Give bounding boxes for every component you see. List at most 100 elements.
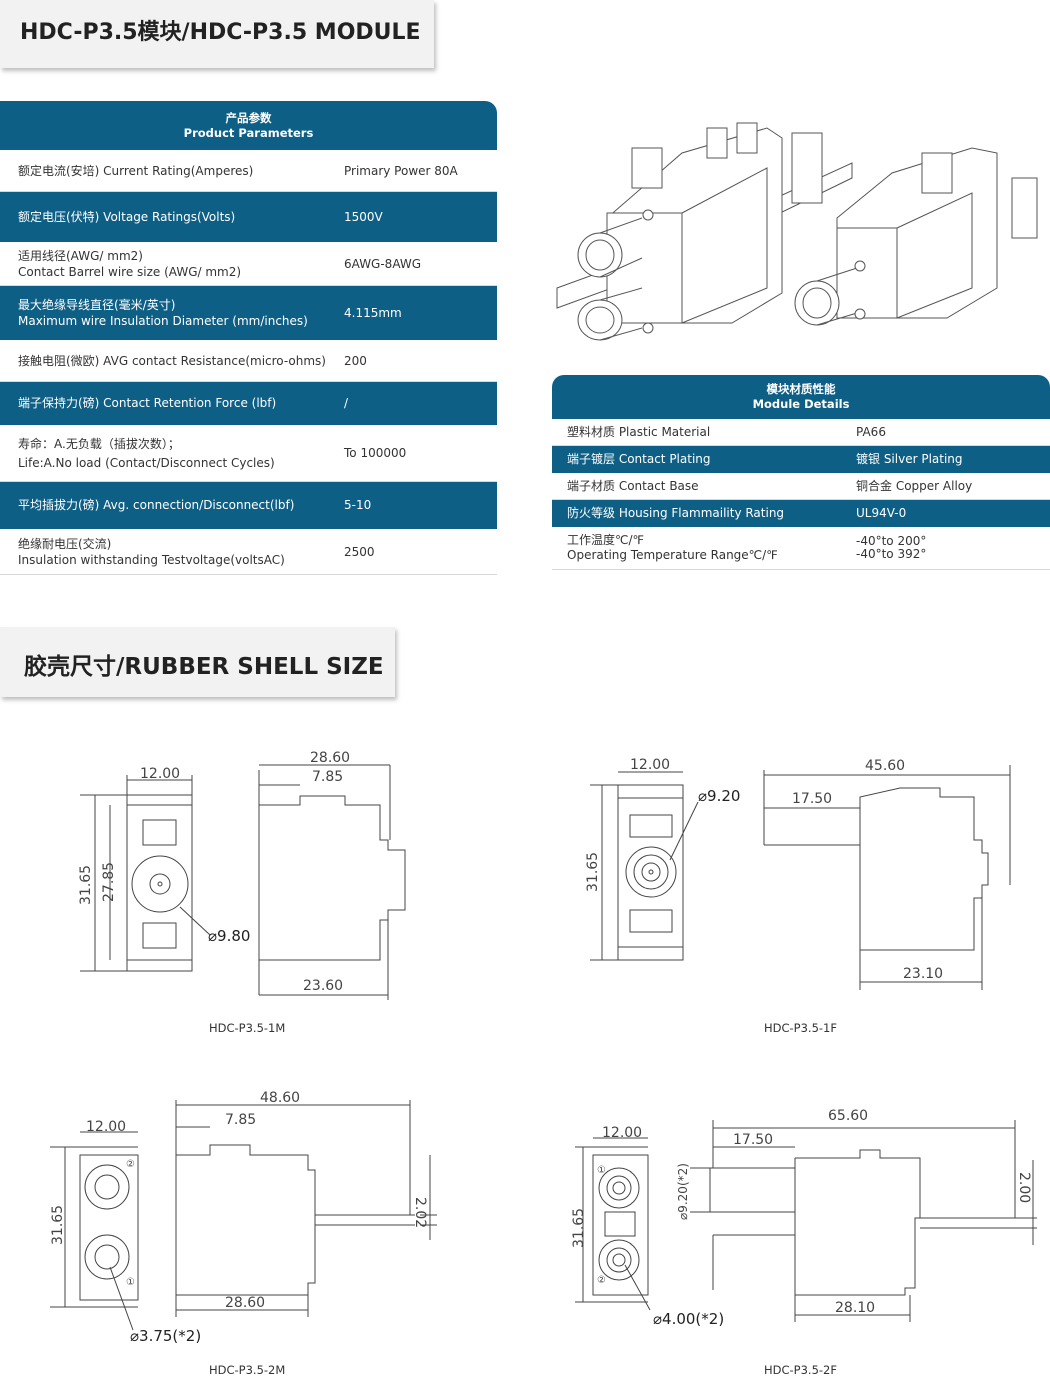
row-value: To 100000 xyxy=(344,446,407,460)
row-label: 防火等级 Housing Flammaility Rating xyxy=(567,505,785,520)
dim-height-3165: 31.65 xyxy=(571,1208,587,1248)
dim-height-3165: 31.65 xyxy=(78,865,94,905)
dim-width-6560: 65.60 xyxy=(828,1108,868,1124)
dim-diameter: ⌀9.20 xyxy=(698,787,740,805)
dim-height-2785: 27.85 xyxy=(101,862,117,902)
dim-width-2860: 28.60 xyxy=(310,750,350,766)
row-label-en: Insulation withstanding Testvoltage(volt… xyxy=(18,552,285,567)
row-value: Primary Power 80A xyxy=(344,163,458,178)
row-label: 端子材质 Contact Base xyxy=(567,478,699,493)
drawing-1m: 12.00 28.60 7.85 31.65 27.85 ⌀9.80 23.60 xyxy=(78,750,406,1000)
table-row: 端子材质 Contact Base 铜合金 Copper Alloy xyxy=(552,473,1050,500)
drawing-2m: 12.00 48.60 7.85 31.65 2.02 28.60 ⌀3.75(… xyxy=(50,1090,437,1345)
row-label: 额定电流(安培) Current Rating(Amperes) xyxy=(18,163,254,178)
dim-width-12: 12.00 xyxy=(86,1119,126,1135)
row-label: 端子保持力(磅) Contact Retention Force (lbf) xyxy=(18,396,277,410)
row-label: 塑料材质 Plastic Material xyxy=(567,424,711,439)
drawing-caption-1m: HDC-P3.5-1M xyxy=(209,1021,286,1035)
row-label: 工作温度℃/℉ xyxy=(567,533,644,547)
dim-width-2810: 28.10 xyxy=(835,1300,875,1316)
table-row: 防火等级 Housing Flammaility Rating UL94V-0 xyxy=(552,500,1050,527)
parameters-header-en: Product Parameters xyxy=(183,125,314,140)
contact-number-1: ① xyxy=(597,1165,606,1176)
table-row: 绝缘耐电压(交流)Insulation withstanding Testvol… xyxy=(0,529,497,575)
row-value: -40°to 200° xyxy=(856,534,927,548)
drawing-2f: 12.00 65.60 17.50 31.65 2.00 ⌀9.20(*2) 2… xyxy=(571,1108,1037,1328)
dim-height-200: 2.00 xyxy=(1016,1172,1032,1203)
row-value-2: -40°to 392° xyxy=(856,547,927,561)
dim-width-785: 7.85 xyxy=(312,769,343,785)
dim-width-2860: 28.60 xyxy=(225,1295,265,1311)
row-label: 寿命：A.无负载（插拔次数）； xyxy=(18,436,180,451)
dim-height-202: 2.02 xyxy=(412,1197,428,1228)
dim-width-785: 7.85 xyxy=(225,1112,256,1128)
row-value: 镀银 Silver Plating xyxy=(856,451,963,466)
contact-number-2: ② xyxy=(126,1159,135,1170)
row-value: 5-10 xyxy=(344,498,372,512)
row-label: 平均插拔力(磅) Avg. connection/Disconnect(lbf) xyxy=(18,498,295,512)
dim-height-3165: 31.65 xyxy=(585,852,601,892)
row-label: 接触电阻(微欧) AVG contact Resistance(micro-oh… xyxy=(18,353,326,368)
row-label: 适用线径(AWG/ mm2) xyxy=(18,248,143,263)
drawing-1f: 12.00 45.60 17.50 31.65 ⌀9.20 23.10 xyxy=(585,757,1011,990)
row-value: 6AWG-8AWG xyxy=(344,256,422,271)
parameters-header-cn: 产品参数 xyxy=(225,110,272,125)
row-value: / xyxy=(344,396,349,410)
table-row: 平均插拔力(磅) Avg. connection/Disconnect(lbf)… xyxy=(0,482,497,529)
dim-width-2310: 23.10 xyxy=(903,966,943,982)
module-header-cn: 模块材质性能 xyxy=(766,382,836,396)
row-value: 200 xyxy=(344,353,367,368)
module-details-header: 模块材质性能 Module Details xyxy=(552,375,1050,419)
row-value: 1500V xyxy=(344,209,383,224)
dim-width-12: 12.00 xyxy=(602,1125,642,1141)
dim-width-12: 12.00 xyxy=(630,757,670,773)
page-title: HDC-P3.5模块/HDC-P3.5 MODULE xyxy=(20,20,421,45)
module-header-en: Module Details xyxy=(752,397,850,411)
dim-diameter-920: ⌀9.20(*2) xyxy=(676,1163,690,1220)
dim-width-2360: 23.60 xyxy=(303,978,343,994)
dim-width-1750: 17.50 xyxy=(792,791,832,807)
row-label: 绝缘耐电压(交流) xyxy=(18,536,112,551)
drawing-caption-2f: HDC-P3.5-2F xyxy=(764,1363,837,1377)
dim-width-4860: 48.60 xyxy=(260,1090,300,1106)
dim-diameter: ⌀4.00(*2) xyxy=(653,1310,724,1328)
module-title-banner: HDC-P3.5模块/HDC-P3.5 MODULE xyxy=(0,0,434,68)
table-row: 适用线径(AWG/ mm2)Contact Barrel wire size (… xyxy=(0,242,497,286)
table-row: 端子镀层 Contact Plating 镀银 Silver Plating xyxy=(552,446,1050,473)
row-value: 2500 xyxy=(344,544,375,559)
drawing-caption-1f: HDC-P3.5-1F xyxy=(764,1021,837,1035)
dim-diameter: ⌀9.80 xyxy=(208,927,250,945)
product-parameters-table: 产品参数 Product Parameters 额定电流(安培) Current… xyxy=(0,101,497,575)
row-value: UL94V-0 xyxy=(856,505,907,520)
dim-diameter: ⌀3.75(*2) xyxy=(130,1327,201,1345)
row-label-en: Life:A.No load (Contact/Disconnect Cycle… xyxy=(18,455,275,470)
row-value: 铜合金 Copper Alloy xyxy=(856,478,973,493)
table-row: 寿命：A.无负载（插拔次数）； Life:A.No load (Contact/D… xyxy=(0,425,497,482)
row-label: 最大绝缘导线直径(毫米/英寸) xyxy=(18,297,176,312)
table-row: 额定电压(伏特) Voltage Ratings(Volts) 1500V xyxy=(0,192,497,242)
module-illustration xyxy=(556,122,1038,341)
table-row: 接触电阻(微欧) AVG contact Resistance(micro-oh… xyxy=(0,340,497,382)
table-row: 额定电流(安培) Current Rating(Amperes) Primary… xyxy=(0,150,497,192)
drawing-caption-2m: HDC-P3.5-2M xyxy=(209,1363,286,1377)
table-row: 端子保持力(磅) Contact Retention Force (lbf) / xyxy=(0,382,497,425)
dim-width-1750: 17.50 xyxy=(733,1132,773,1148)
contact-number-1: ① xyxy=(126,1277,135,1288)
row-label-en: Operating Temperature Range℃/℉ xyxy=(567,548,778,562)
row-label-en: Maximum wire Insulation Diameter (mm/inc… xyxy=(18,313,308,328)
row-value: PA66 xyxy=(856,424,886,439)
row-value: 4.115mm xyxy=(344,305,402,320)
row-label-en: Contact Barrel wire size (AWG/ mm2) xyxy=(18,264,242,279)
row-label: 端子镀层 Contact Plating xyxy=(567,451,711,466)
contact-number-2: ② xyxy=(597,1275,606,1286)
dim-height-3165: 31.65 xyxy=(50,1205,66,1245)
table-row: 塑料材质 Plastic Material PA66 xyxy=(552,419,1050,446)
module-details-table: 模块材质性能 Module Details 塑料材质 Plastic Mater… xyxy=(552,375,1050,570)
row-label: 额定电压(伏特) Voltage Ratings(Volts) xyxy=(18,209,236,224)
dim-width-4560: 45.60 xyxy=(865,758,905,774)
section-title: 胶壳尺寸/RUBBER SHELL SIZE xyxy=(24,654,384,680)
dim-width-12: 12.00 xyxy=(140,766,180,782)
shell-size-banner: 胶壳尺寸/RUBBER SHELL SIZE xyxy=(0,627,395,697)
parameters-header: 产品参数 Product Parameters xyxy=(0,101,497,150)
